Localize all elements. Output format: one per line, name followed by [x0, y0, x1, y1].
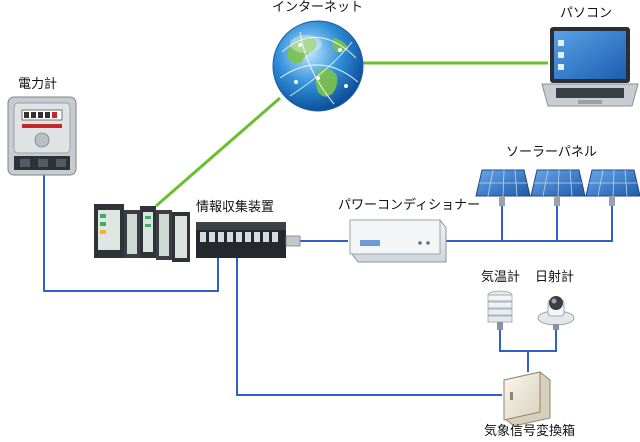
plc-unit-icon [94, 204, 301, 262]
solar-panel-3 [585, 169, 640, 206]
globe-icon [272, 20, 364, 112]
pyranometer-icon [537, 296, 575, 330]
pcs-label: パワーコンディショナー [338, 198, 481, 213]
link-internet-collector [155, 96, 281, 208]
pyrano-label: 日射計 [535, 270, 575, 285]
laptop-icon [541, 27, 639, 107]
signal-wires [43, 175, 613, 396]
solar-panel-2 [530, 169, 586, 206]
pc-label: パソコン [560, 6, 613, 21]
meter-label: 電力計 [18, 77, 58, 92]
network-links [155, 61, 548, 208]
power-conditioner-icon [349, 219, 447, 263]
junction-box-icon [503, 371, 551, 427]
solar-panel-icon [475, 169, 640, 206]
thermometer-shelter-icon [487, 290, 513, 330]
wire-pcs-solar [444, 206, 613, 242]
thermo-label: 気温計 [481, 270, 521, 285]
wire-collector-converter [236, 258, 502, 396]
collector-label: 情報収集装置 [196, 200, 275, 215]
converter-label: 気象信号変換箱 [484, 424, 576, 439]
solar-label: ソーラーパネル [506, 145, 597, 160]
wire-meter-collector [43, 175, 219, 292]
wire-sensors-converter [499, 330, 557, 352]
electric-meter-icon [7, 96, 77, 176]
internet-label: インターネット [272, 0, 364, 15]
solar-panel-1 [475, 169, 531, 206]
